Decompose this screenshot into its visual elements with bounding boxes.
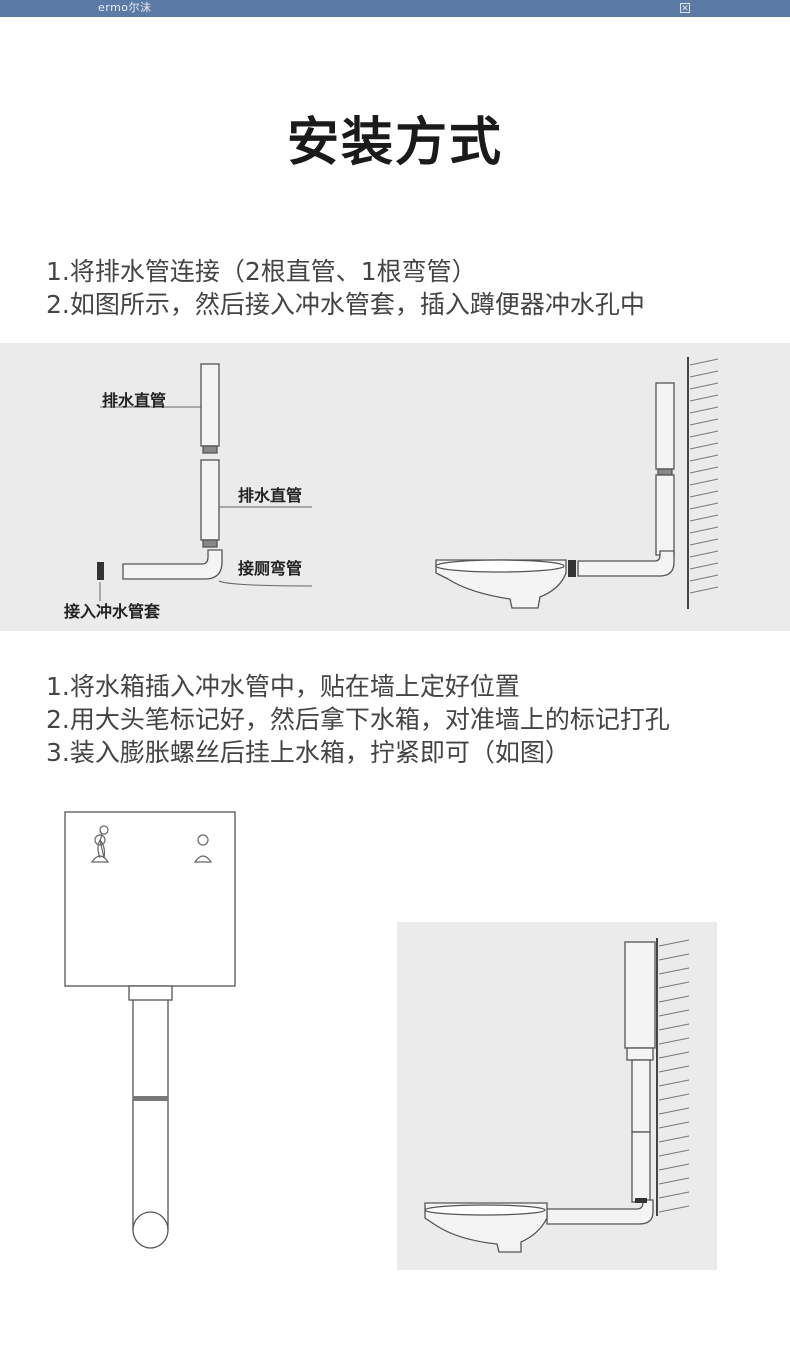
section2-steps: 1.将水箱插入冲水管中，贴在墙上定好位置 2.用大头笔标记好，然后拿下水箱，对准… [46,670,670,769]
installed-tank-diagram [424,938,690,1253]
label-flush-sleeve: 接入冲水管套 [64,602,161,621]
brand-logo: ermo尔沫 [98,1,152,14]
label-straight-pipe-1: 排水直管 [102,391,166,410]
installed-tank [624,941,656,1049]
tank-outlet-collar [128,985,173,1001]
section1-step-2: 2.如图所示，然后接入冲水管套，插入蹲便器冲水孔中 [46,290,645,319]
water-tank-front-diagram [64,811,236,1249]
label-elbow-pipe: 接厕弯管 [238,559,302,578]
section1-step-1: 1.将排水管连接（2根直管、1根弯管） [46,257,477,286]
top-bar: ermo尔沫 ✕ [0,0,790,17]
elbow-pipe [122,549,223,580]
water-tank [64,811,236,987]
flush-pipe [132,1000,169,1230]
straight-pipe-bottom [200,459,220,541]
pipe-diagram-panel: 排水直管 排水直管 接厕弯管 接入冲水管套 [0,343,790,631]
section2-step-3: 3.装入膨胀螺丝后挂上水箱，拧紧即可（如图） [46,738,570,767]
flush-sleeve-part [97,562,104,580]
assembled-toilet-diagram [435,357,719,609]
installed-view-panel [397,922,717,1270]
pipe-parts-diagram: 排水直管 排水直管 接厕弯管 接入冲水管套 [64,357,719,621]
keyhole-icon [90,825,213,863]
label-straight-pipe-2: 排水直管 [238,486,302,505]
section2-step-2: 2.用大头笔标记好，然后拿下水箱，对准墙上的标记打孔 [46,705,670,734]
close-icon[interactable]: ✕ [680,3,690,14]
straight-pipe-top [200,363,220,447]
page-title: 安装方式 [286,113,503,173]
section1-steps: 1.将排水管连接（2根直管、1根弯管） 2.如图所示，然后接入冲水管套，插入蹲便… [46,255,645,321]
section2-step-1: 1.将水箱插入冲水管中，贴在墙上定好位置 [46,672,520,701]
